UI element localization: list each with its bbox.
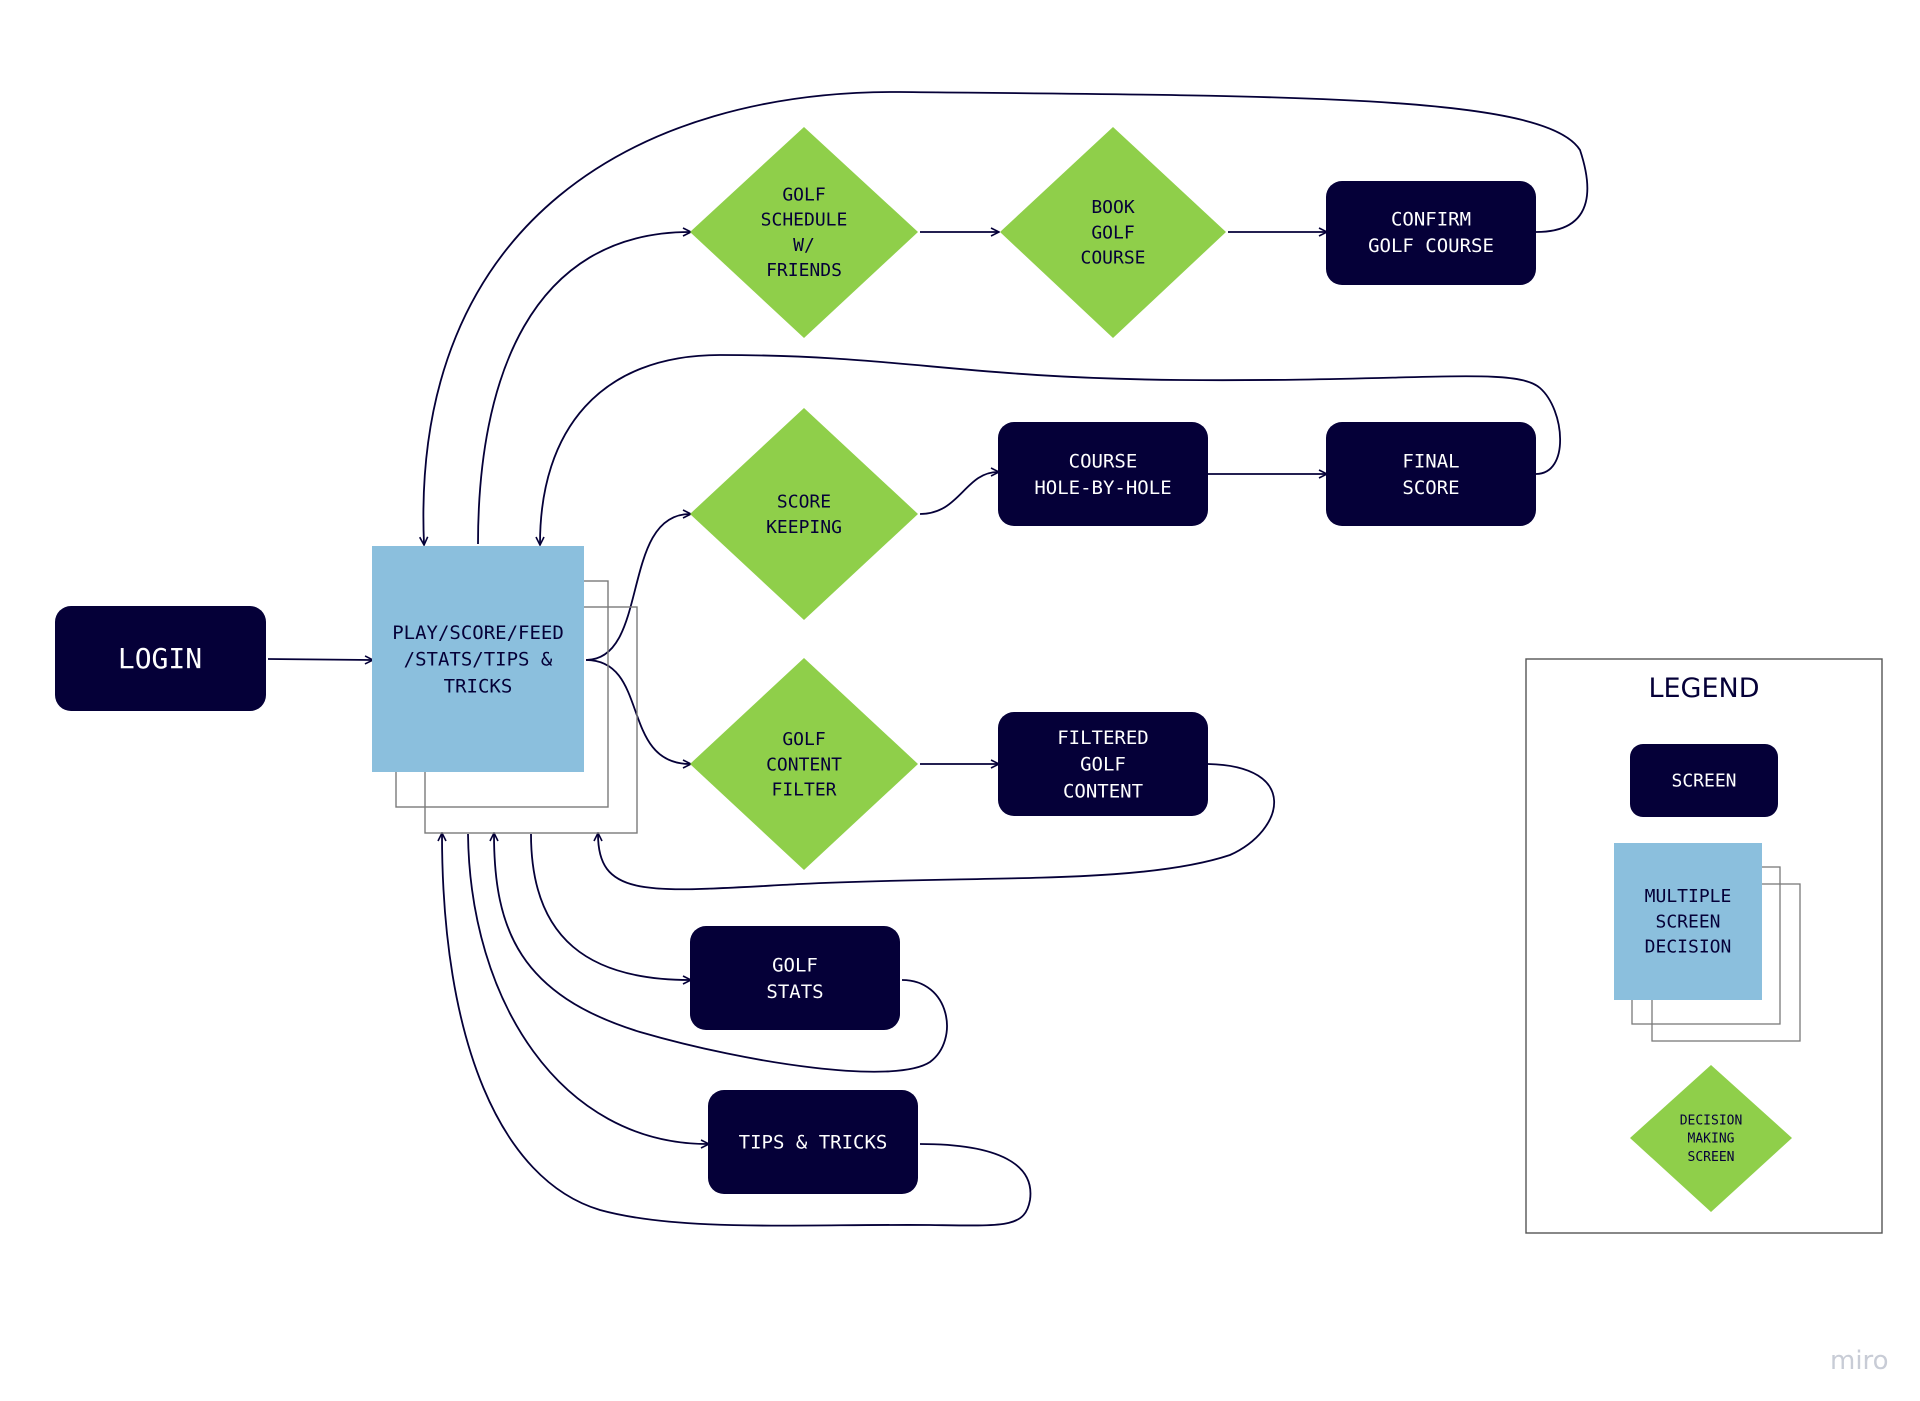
label-line: TRICKS xyxy=(444,675,513,697)
connector-hub-to-tips-tricks xyxy=(467,833,708,1144)
label-line: FILTER xyxy=(771,780,836,801)
score-keeping-diamond xyxy=(690,408,918,620)
legend: LEGEND SCREEN MULTIPLE SCREEN DECISION DEC… xyxy=(1525,658,1883,1234)
label-line: GOLF xyxy=(1091,222,1134,243)
legend-screen-label: SCREEN xyxy=(1671,770,1736,791)
label-line: PLAY/SCORE/FEED xyxy=(392,622,564,644)
label-line: /STATS/TIPS & xyxy=(404,649,553,671)
label-line: CONTENT xyxy=(766,754,842,775)
label-line: GOLF xyxy=(1080,754,1126,776)
book-golf-course-label: BOOK GOLF COURSE xyxy=(1080,197,1145,268)
filtered-golf-content-label: FILTERED GOLF CONTENT xyxy=(1057,727,1149,802)
login-box xyxy=(55,606,266,711)
label-line: BOOK xyxy=(1091,197,1135,218)
golf-content-filter-label: GOLF CONTENT FILTER xyxy=(766,729,842,800)
legend-multi: MULTIPLE SCREEN DECISION xyxy=(1614,843,1801,1042)
label-line: SCHEDULE xyxy=(761,210,848,231)
label-line: GOLF xyxy=(782,729,825,750)
label-line: SCREEN xyxy=(1671,770,1736,791)
final-score-box xyxy=(1326,422,1536,526)
score-keeping-label: SCORE KEEPING xyxy=(766,492,842,538)
label-line: SCREEN xyxy=(1655,911,1720,932)
label-line: GOLF xyxy=(782,185,825,206)
hub-box xyxy=(372,546,584,772)
course-hole-by-hole-node[interactable]: COURSE HOLE-BY-HOLE xyxy=(998,422,1208,526)
confirm-golf-course-box xyxy=(1326,181,1536,285)
label-line: FINAL xyxy=(1402,450,1459,472)
hub-node[interactable]: PLAY/SCORE/FEED/STATS/TIPS & TRICKS xyxy=(372,546,638,834)
connector-filtered-to-hub xyxy=(598,763,1275,891)
legend-screen: SCREEN xyxy=(1630,744,1778,817)
book-golf-course-node[interactable]: BOOK GOLF COURSE xyxy=(1000,127,1226,338)
label-line: STATS xyxy=(766,981,823,1003)
legend-title: LEGEND xyxy=(1648,673,1759,704)
connector-golf-stats-to-hub xyxy=(494,834,948,1073)
label-line: DECISION xyxy=(1645,937,1732,958)
course-hole-by-hole-label: COURSE HOLE-BY-HOLE xyxy=(1034,450,1171,499)
label-line: HOLE-BY-HOLE xyxy=(1034,477,1171,499)
label-line: GOLF xyxy=(772,954,818,976)
label-line: SCORE xyxy=(777,492,831,513)
connector-score-keeping-to-course xyxy=(919,472,998,515)
golf-schedule-node[interactable]: GOLF SCHEDULE W/FRIENDS xyxy=(690,127,918,338)
label-line: SCORE xyxy=(1402,477,1459,499)
legend-decision: DECISION MAKING SCREEN xyxy=(1630,1065,1792,1212)
connector-hub-to-golf-stats xyxy=(530,833,690,980)
hub-label: PLAY/SCORE/FEED/STATS/TIPS & TRICKS xyxy=(392,622,564,697)
confirm-golf-course-label: CONFIRM GOLF COURSE xyxy=(1368,208,1494,257)
legend-multi-box xyxy=(1614,843,1762,1000)
label-line: CONTENT xyxy=(1063,780,1143,802)
label-line: FRIENDS xyxy=(766,260,842,281)
label-line: COURSE xyxy=(1069,450,1138,472)
login-node[interactable]: LOGIN xyxy=(55,606,266,711)
course-hole-by-hole-box xyxy=(998,422,1208,526)
legend-multi-label: MULTIPLE SCREEN DECISION xyxy=(1645,886,1732,957)
connectors xyxy=(267,91,1589,1227)
label-line: GOLF COURSE xyxy=(1368,235,1494,257)
label-line: SCREEN xyxy=(1688,1150,1735,1165)
filtered-golf-content-node[interactable]: FILTERED GOLF CONTENT xyxy=(998,712,1208,816)
legend-decision-label: DECISION MAKING SCREEN xyxy=(1680,1113,1743,1165)
miro-watermark: miro xyxy=(1830,1346,1889,1376)
golf-schedule-label: GOLF SCHEDULE W/FRIENDS xyxy=(761,185,848,282)
label-line: KEEPING xyxy=(766,517,842,538)
tips-tricks-label: TIPS & TRICKS xyxy=(739,1132,888,1154)
label-line: MAKING xyxy=(1688,1132,1735,1147)
golf-stats-node[interactable]: GOLF STATS xyxy=(690,926,900,1030)
final-score-node[interactable]: FINAL SCORE xyxy=(1326,422,1536,526)
label-line: FILTERED xyxy=(1057,727,1149,749)
final-score-label: FINAL SCORE xyxy=(1402,450,1459,499)
label-line: DECISION xyxy=(1680,1113,1743,1128)
score-keeping-node[interactable]: SCORE KEEPING xyxy=(690,408,918,620)
golf-content-filter-diamond xyxy=(690,658,918,870)
label-line: TIPS & TRICKS xyxy=(739,1132,888,1154)
legend-decision-diamond xyxy=(1630,1065,1792,1212)
golf-stats-box xyxy=(690,926,900,1030)
golf-schedule-diamond xyxy=(690,127,918,338)
connector-final-to-hub xyxy=(540,354,1562,544)
tips-tricks-node[interactable]: TIPS & TRICKS xyxy=(708,1090,918,1194)
golf-stats-label: GOLF STATS xyxy=(766,954,823,1003)
connector-tips-tricks-to-hub xyxy=(442,834,1032,1227)
label-line: W/ xyxy=(793,235,815,256)
book-golf-course-diamond xyxy=(1000,127,1226,338)
filtered-golf-content-box xyxy=(998,712,1208,816)
golf-content-filter-node[interactable]: GOLF CONTENT FILTER xyxy=(690,658,918,870)
label-line: LOGIN xyxy=(118,642,202,675)
connector-login-to-hub xyxy=(267,659,372,660)
connector-hub-to-golf-schedule xyxy=(477,232,690,545)
connector-confirm-to-hub xyxy=(423,91,1589,544)
login-label: LOGIN xyxy=(118,642,202,675)
label-line: CONFIRM xyxy=(1391,208,1471,230)
connector-hub-to-content-filter xyxy=(585,659,690,764)
connector-hub-to-score-keeping xyxy=(585,514,690,661)
label-line: COURSE xyxy=(1080,248,1145,269)
label-line: MULTIPLE xyxy=(1645,886,1732,907)
tips-tricks-box xyxy=(708,1090,918,1194)
confirm-golf-course-node[interactable]: CONFIRM GOLF COURSE xyxy=(1326,181,1536,285)
legend-screen-box xyxy=(1630,744,1778,817)
